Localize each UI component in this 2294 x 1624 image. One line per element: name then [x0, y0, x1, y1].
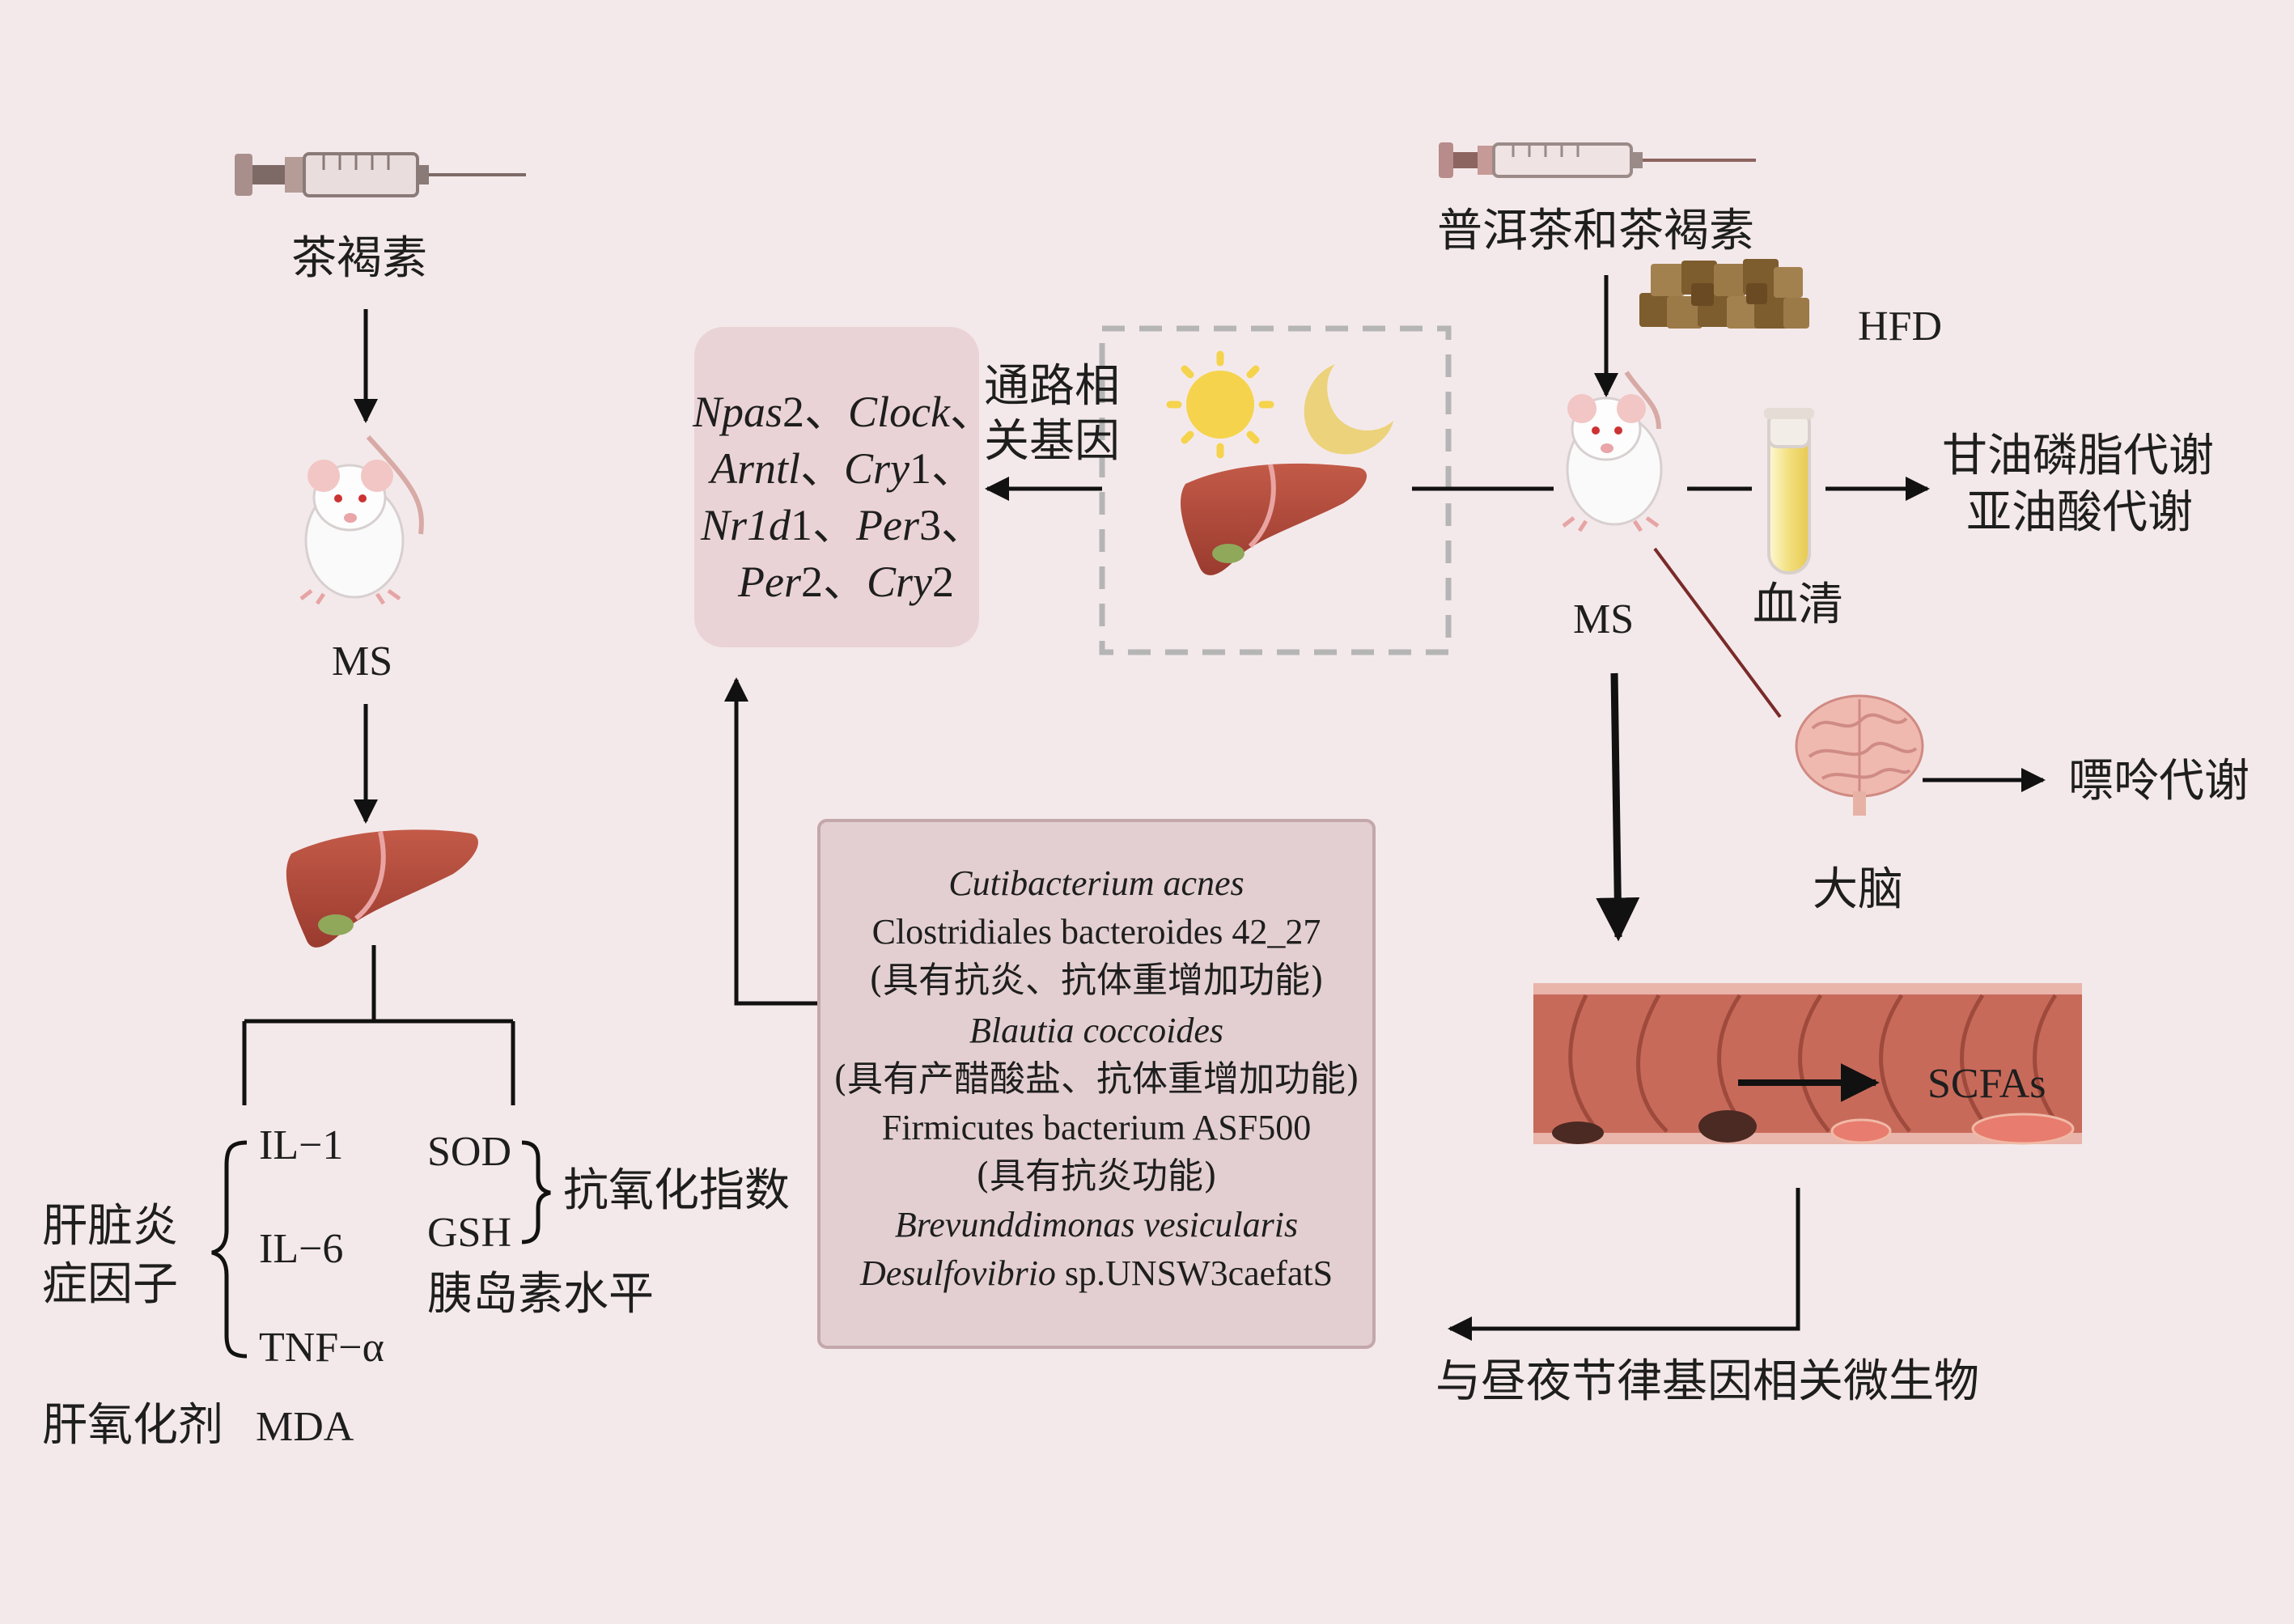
moon-icon: [1304, 364, 1393, 455]
left-drug-label: 茶褐素: [291, 232, 427, 285]
gene-line-3: Nr1d1、Per3、: [701, 503, 985, 547]
gene-npas: Npas: [693, 388, 783, 436]
microbe-3: Blautia coccoides: [969, 1011, 1223, 1050]
microbe-4-function: (具有抗炎功能): [975, 1155, 1218, 1197]
linoleic-label: 亚油酸代谢: [1966, 486, 2193, 539]
antioxidant-label: 抗氧化指数: [563, 1164, 790, 1217]
sod-label: SOD: [427, 1129, 512, 1175]
gene-nr1d-suffix: 1、: [791, 501, 857, 549]
tnf-label: TNF−α: [259, 1325, 384, 1371]
right-mouse-icon: [1562, 371, 1663, 532]
hfd-label: HFD: [1858, 303, 1943, 350]
intestine-to-microbes-arrow: [1448, 1188, 1800, 1341]
oxidant-label: 肝氧化剂: [42, 1399, 223, 1452]
gsh-label: GSH: [427, 1210, 512, 1256]
left-syringe-icon: [235, 152, 526, 197]
mouse-to-brain-connector: [1653, 547, 1782, 719]
gene-line-1: Npas2、Clock、: [693, 390, 994, 434]
il6-label: IL−6: [259, 1226, 344, 1272]
gene-line-2: Arntl、Cry1、: [710, 447, 975, 490]
microbe-1: Cutibacterium acnes: [948, 863, 1245, 903]
microbe-4: Firmicutes bacterium ASF500: [881, 1108, 1312, 1147]
gene-cry1-suffix: 1、: [910, 444, 976, 493]
mda-label: MDA: [256, 1404, 354, 1450]
purine-label: 嘌呤代谢: [2068, 755, 2249, 808]
gene-box: [694, 327, 979, 647]
insulin-label: 胰岛素水平: [427, 1268, 654, 1321]
gene-cry2-suffix: 2: [931, 558, 954, 606]
left-ms-label: MS: [332, 638, 393, 685]
brain-label: 大脑: [1813, 863, 1903, 916]
right-ms-label: MS: [1573, 596, 1635, 642]
intestine-icon: [1533, 983, 2082, 1145]
antioxidant-brace: [521, 1140, 551, 1245]
serum-label: 血清: [1753, 579, 1843, 631]
gene-line-4: Per2、Cry2: [738, 560, 954, 604]
gene-per2: Per: [738, 558, 801, 606]
microbe-2-function: (具有抗炎、抗体重增加功能): [868, 960, 1325, 1001]
gene-arntl-suffix: 、: [800, 444, 845, 493]
gene-arntl: Arntl: [710, 444, 801, 493]
gene-clock-suffix: 、: [950, 388, 994, 436]
gene-clock: Clock: [848, 388, 951, 436]
microbe-6: Desulfovibrio sp.UNSW3caefatS: [820, 1256, 1372, 1291]
gene-npas-suffix: 2、: [782, 388, 849, 436]
inflammation-label-line1: 肝脏炎: [42, 1200, 178, 1253]
glycerophospholipid-label: 甘油磷脂代谢: [1942, 430, 2214, 482]
cytokine-brace: [211, 1140, 248, 1359]
ms-to-intestine-arrow: [1596, 672, 1640, 942]
pathway-label-line2: 关基因: [984, 415, 1120, 468]
circadian-microbes-label: 与昼夜节律基因相关微生物: [1435, 1355, 1979, 1408]
gene-nr1d: Nr1d: [701, 501, 791, 549]
microbe-2: Clostridiales bacteroides 42_27: [871, 912, 1321, 952]
gene-cry1: Cry: [844, 444, 910, 493]
inflammation-label-line2: 症因子: [42, 1258, 178, 1311]
right-syringe-icon: [1439, 142, 1756, 178]
center-liver-icon: [1181, 463, 1367, 575]
microbe-5: Brevunddimonas vesicularis: [894, 1205, 1299, 1245]
gene-per3-suffix: 3、: [919, 501, 986, 549]
sun-icon: [1166, 350, 1274, 459]
brain-icon: [1795, 694, 1924, 816]
scfa-label: SCFAs: [1927, 1061, 2046, 1107]
gene-per3: Per: [856, 501, 920, 549]
hfd-pellets-icon: [1639, 259, 1809, 329]
left-liver-icon: [286, 829, 478, 948]
left-mouse-icon: [299, 435, 424, 605]
right-drug-label: 普洱茶和茶褐素: [1437, 205, 1754, 257]
microbe-6-genus: Desulfovibrio: [859, 1253, 1056, 1293]
pathway-label-line1: 通路相: [984, 360, 1120, 413]
serum-tube-icon: [1764, 408, 1814, 575]
microbe-box: Cutibacterium acnes Clostridiales bacter…: [817, 819, 1376, 1349]
microbe-to-gene-arrow: [724, 677, 817, 1006]
gene-cry2: Cry: [866, 558, 932, 606]
il1-label: IL−1: [259, 1122, 344, 1168]
left-bracket-tree: [242, 945, 515, 1105]
gene-per2-suffix: 2、: [800, 558, 867, 606]
microbe-3-function: (具有产醋酸盐、抗体重增加功能): [833, 1058, 1360, 1100]
microbe-6-strain: sp.UNSW3caefatS: [1055, 1253, 1334, 1293]
